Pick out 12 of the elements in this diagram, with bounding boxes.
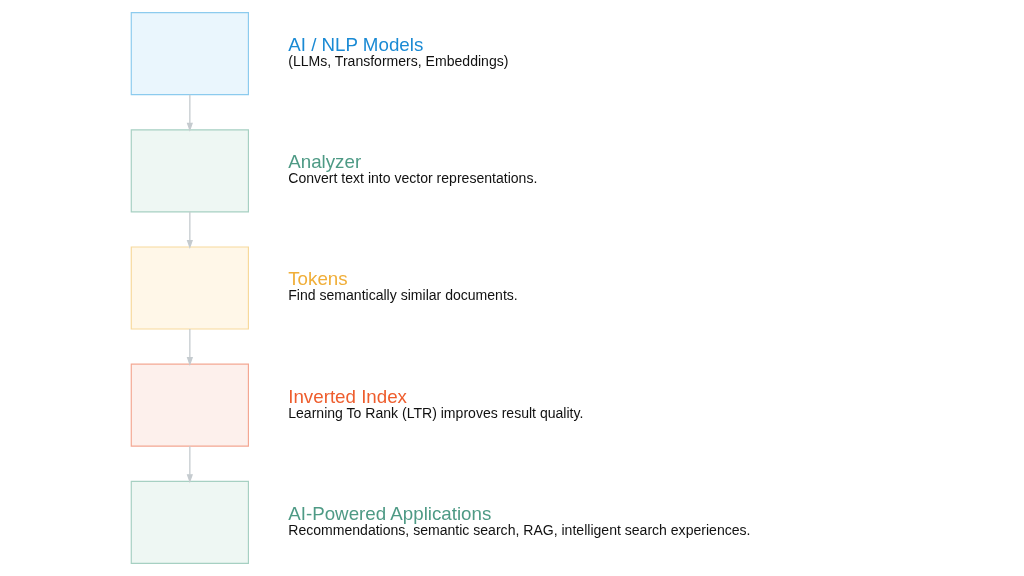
arrow xyxy=(186,328,193,367)
node-label: Find semantically similar documents. xyxy=(288,287,518,304)
node-label: Analyzer xyxy=(288,151,362,173)
node-label: (LLMs, Transformers, Embeddings) xyxy=(288,53,509,70)
node-label: Tokens xyxy=(288,268,348,290)
node-label: Inverted Index xyxy=(288,385,407,407)
node-label: AI / NLP Models xyxy=(288,34,424,56)
node-label: Learning To Rank (LTR) improves result quality. xyxy=(288,404,584,421)
arrow xyxy=(186,94,193,132)
arrow xyxy=(186,211,193,249)
arrow xyxy=(186,445,193,484)
node-label: AI-Powered Applications xyxy=(288,502,492,524)
